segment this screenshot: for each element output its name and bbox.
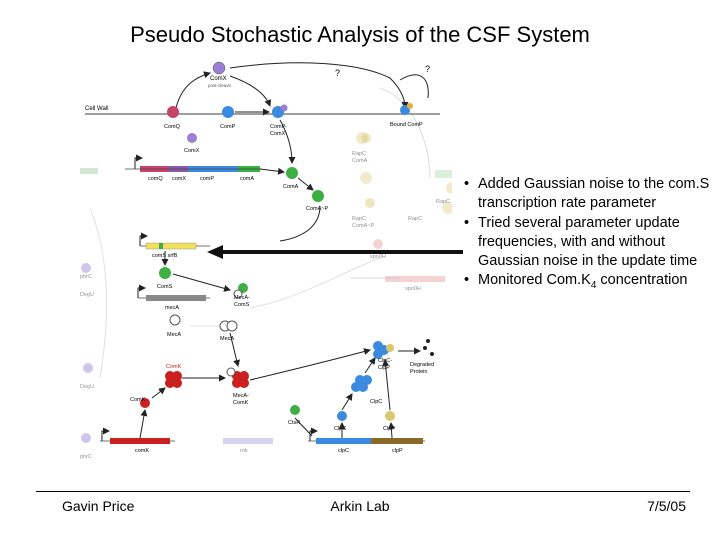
meca-label: MecA [167,332,181,338]
clpc6-label: ClpC [370,399,382,405]
gene-comq-label: comQ [148,176,163,182]
comq-label: ComQ [164,124,181,130]
csf-pathway-diagram: ComX post-cleave ? ? Cell Wall ComQ ComP… [80,61,452,460]
comp-comx-label: ComP- [270,124,287,130]
footer-author: Gavin Price [62,498,135,514]
meca2-label: MecA [220,336,234,342]
svg-text:ComK: ComK [233,400,249,406]
coms-label: ComS [157,284,173,290]
rapc-2-label: RapC [352,216,366,222]
coma-molecule [286,167,298,179]
phrc-left-label: phrC [80,274,92,280]
footer-date: 7/5/05 [647,498,686,514]
comap-molecule [312,190,324,202]
question-mark-2: ? [425,64,430,74]
svg-text:MecA-: MecA- [234,295,250,301]
comk-label: ComK [130,397,146,403]
gene-comk-label: comK [135,448,149,454]
gene-clpc-label: clpC [338,448,349,454]
spo0h-label: spo0H [370,254,386,260]
comk-molecule [140,398,150,408]
comx-mid-label: ComX [184,148,200,154]
clpp-molecule [385,411,395,421]
bullet-list: Added Gaussian noise to the com.S transc… [462,175,712,296]
bound-comp-label: Bound ComP [390,122,423,128]
comp-molecule [222,106,234,118]
svg-text:ComA: ComA [352,158,368,164]
highlight-arrow [207,245,463,259]
svg-text:ComS: ComS [234,302,250,308]
slide-title: Pseudo Stochastic Analysis of the CSF Sy… [130,22,590,47]
rapc-3-label: RapC [408,216,422,222]
comap-label: ComA~P [306,206,328,212]
svg-text:spo0H: spo0H [405,286,421,292]
comx-mid-molecule [187,133,197,143]
svg-text:ComX: ComX [270,131,286,137]
bullet-item: Monitored Com.K4 concentration [462,271,712,295]
coma-label: ComA [283,184,299,190]
gene-rok-label: rok [240,448,248,454]
svg-text:ComA~P: ComA~P [352,223,374,229]
gene-coma-label: comA [240,176,254,182]
comk4-label: ComK [166,364,182,370]
bullet-item: Tried several parameter update frequenci… [462,214,712,272]
ctsr-molecule [290,405,300,415]
degu-lower-label: DegU [80,384,94,390]
svg-text:MecA-: MecA- [233,393,249,399]
clpc-label: ClpC [334,426,346,432]
degu-left-label: DegU [80,292,94,298]
faded-rap-region [350,87,452,279]
rapc-4-label: RapC [436,199,450,205]
svg-text:Degraded: Degraded [410,362,434,368]
svg-text:ClpP: ClpP [378,365,390,371]
meca-molecule [169,314,181,326]
gene-comx-label: comX [172,176,186,182]
gene-meca-label: mecA [165,305,179,311]
bullet-item: Added Gaussian noise to the com.S transc… [462,175,712,214]
gene-clpp-label: clpP [392,448,403,454]
ctsr-label: CtsR [288,420,300,426]
question-mark-1: ? [335,68,340,78]
coms-molecule [159,267,171,279]
svg-text:Protein: Protein [410,369,427,375]
comp-label: ComP [220,124,236,130]
cell-wall-label: Cell Wall [85,106,108,112]
footer-lab: Arkin Lab [330,498,390,514]
comx-top-sublabel: post-cleave [208,83,232,88]
footer-divider [36,491,690,492]
clpp-label: ClpP [383,426,395,432]
comx-top-molecule [212,61,226,75]
comx-top-label: ComX [210,76,227,82]
rapc-1-label: RapC [352,151,366,157]
clpc-molecule [337,411,347,421]
comq-molecule [167,106,179,118]
gene-comp-label: comP [200,176,214,182]
phrc-lower-label: phrC [80,454,92,460]
